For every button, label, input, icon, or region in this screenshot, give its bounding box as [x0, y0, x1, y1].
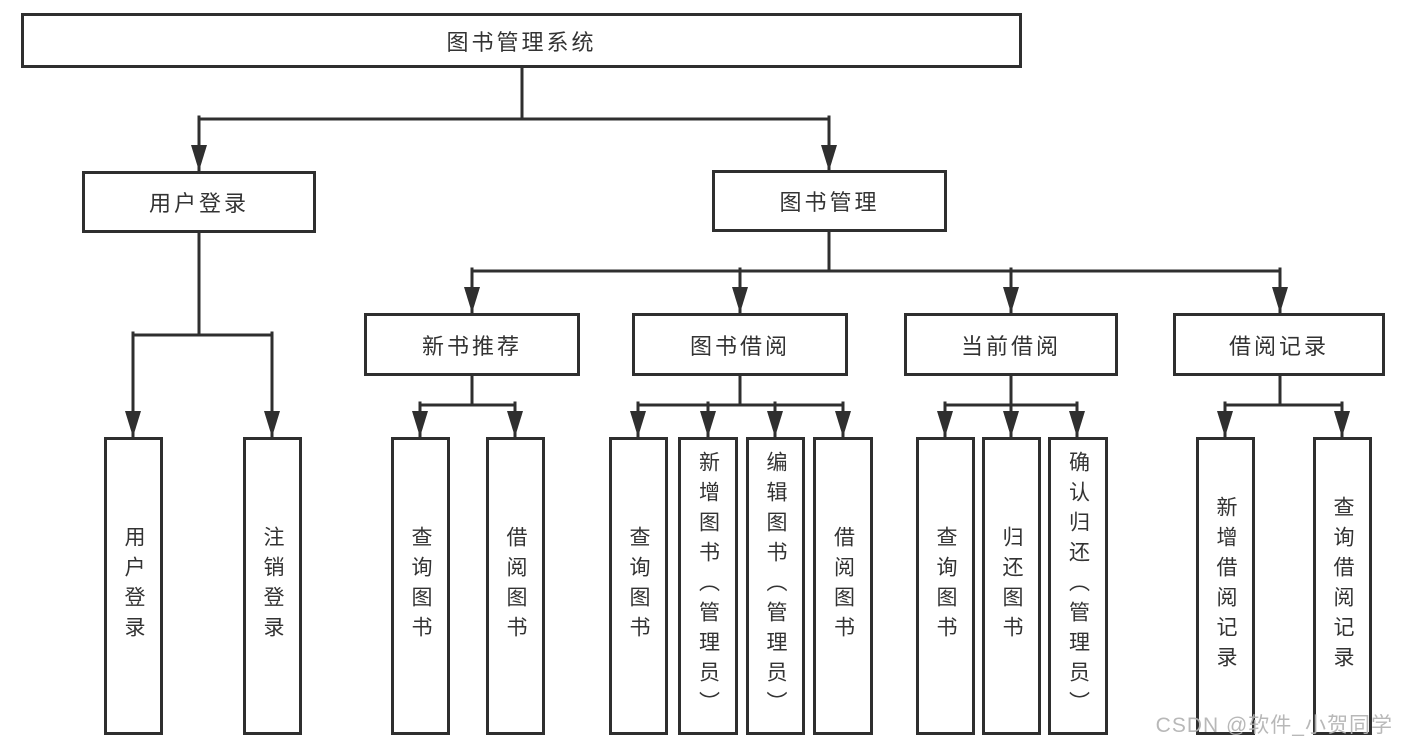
leaf-query-book-borrow: 查询图书 — [609, 437, 668, 735]
leaf-borrow-book-recommend: 借阅图书 — [486, 437, 545, 735]
node-borrow-record: 借阅记录 — [1173, 313, 1385, 376]
leaf-query-borrow-record: 查询借阅记录 — [1313, 437, 1372, 735]
connector-new-book-recommend-branch — [412, 372, 523, 438]
connector-borrow-record-branch — [1217, 372, 1350, 438]
leaf-user-login: 用户登录 — [104, 437, 163, 735]
leaf-add-borrow-record: 新增借阅记录 — [1196, 437, 1255, 735]
leaf-edit-book-admin: 编辑图书︵管理员︶ — [746, 437, 805, 735]
leaf-add-book-admin: 新增图书︵管理员︶ — [678, 437, 738, 735]
node-user-login: 用户登录 — [82, 171, 316, 233]
leaf-query-book-recommend: 查询图书 — [391, 437, 450, 735]
leaf-confirm-return-admin: 确认归还︵管理员︶ — [1048, 437, 1108, 735]
leaf-query-book-current: 查询图书 — [916, 437, 975, 735]
connector-book-borrow-branch — [630, 372, 851, 438]
node-book-borrow: 图书借阅 — [632, 313, 848, 376]
connector-current-borrow-branch — [937, 372, 1085, 438]
node-new-book-recommend: 新书推荐 — [364, 313, 580, 376]
csdn-watermark: CSDN @软件_小贺同学 — [1155, 714, 1393, 737]
node-root: 图书管理系统 — [21, 13, 1022, 68]
node-current-borrow: 当前借阅 — [904, 313, 1118, 376]
leaf-borrow-book: 借阅图书 — [813, 437, 873, 735]
leaf-logout: 注销登录 — [243, 437, 302, 735]
leaf-return-book: 归还图书 — [982, 437, 1041, 735]
node-book-management: 图书管理 — [712, 170, 947, 232]
connector-book-management-branch — [464, 228, 1288, 314]
connector-user-login-branch — [125, 229, 280, 438]
connector-root-to-level2 — [191, 64, 837, 172]
